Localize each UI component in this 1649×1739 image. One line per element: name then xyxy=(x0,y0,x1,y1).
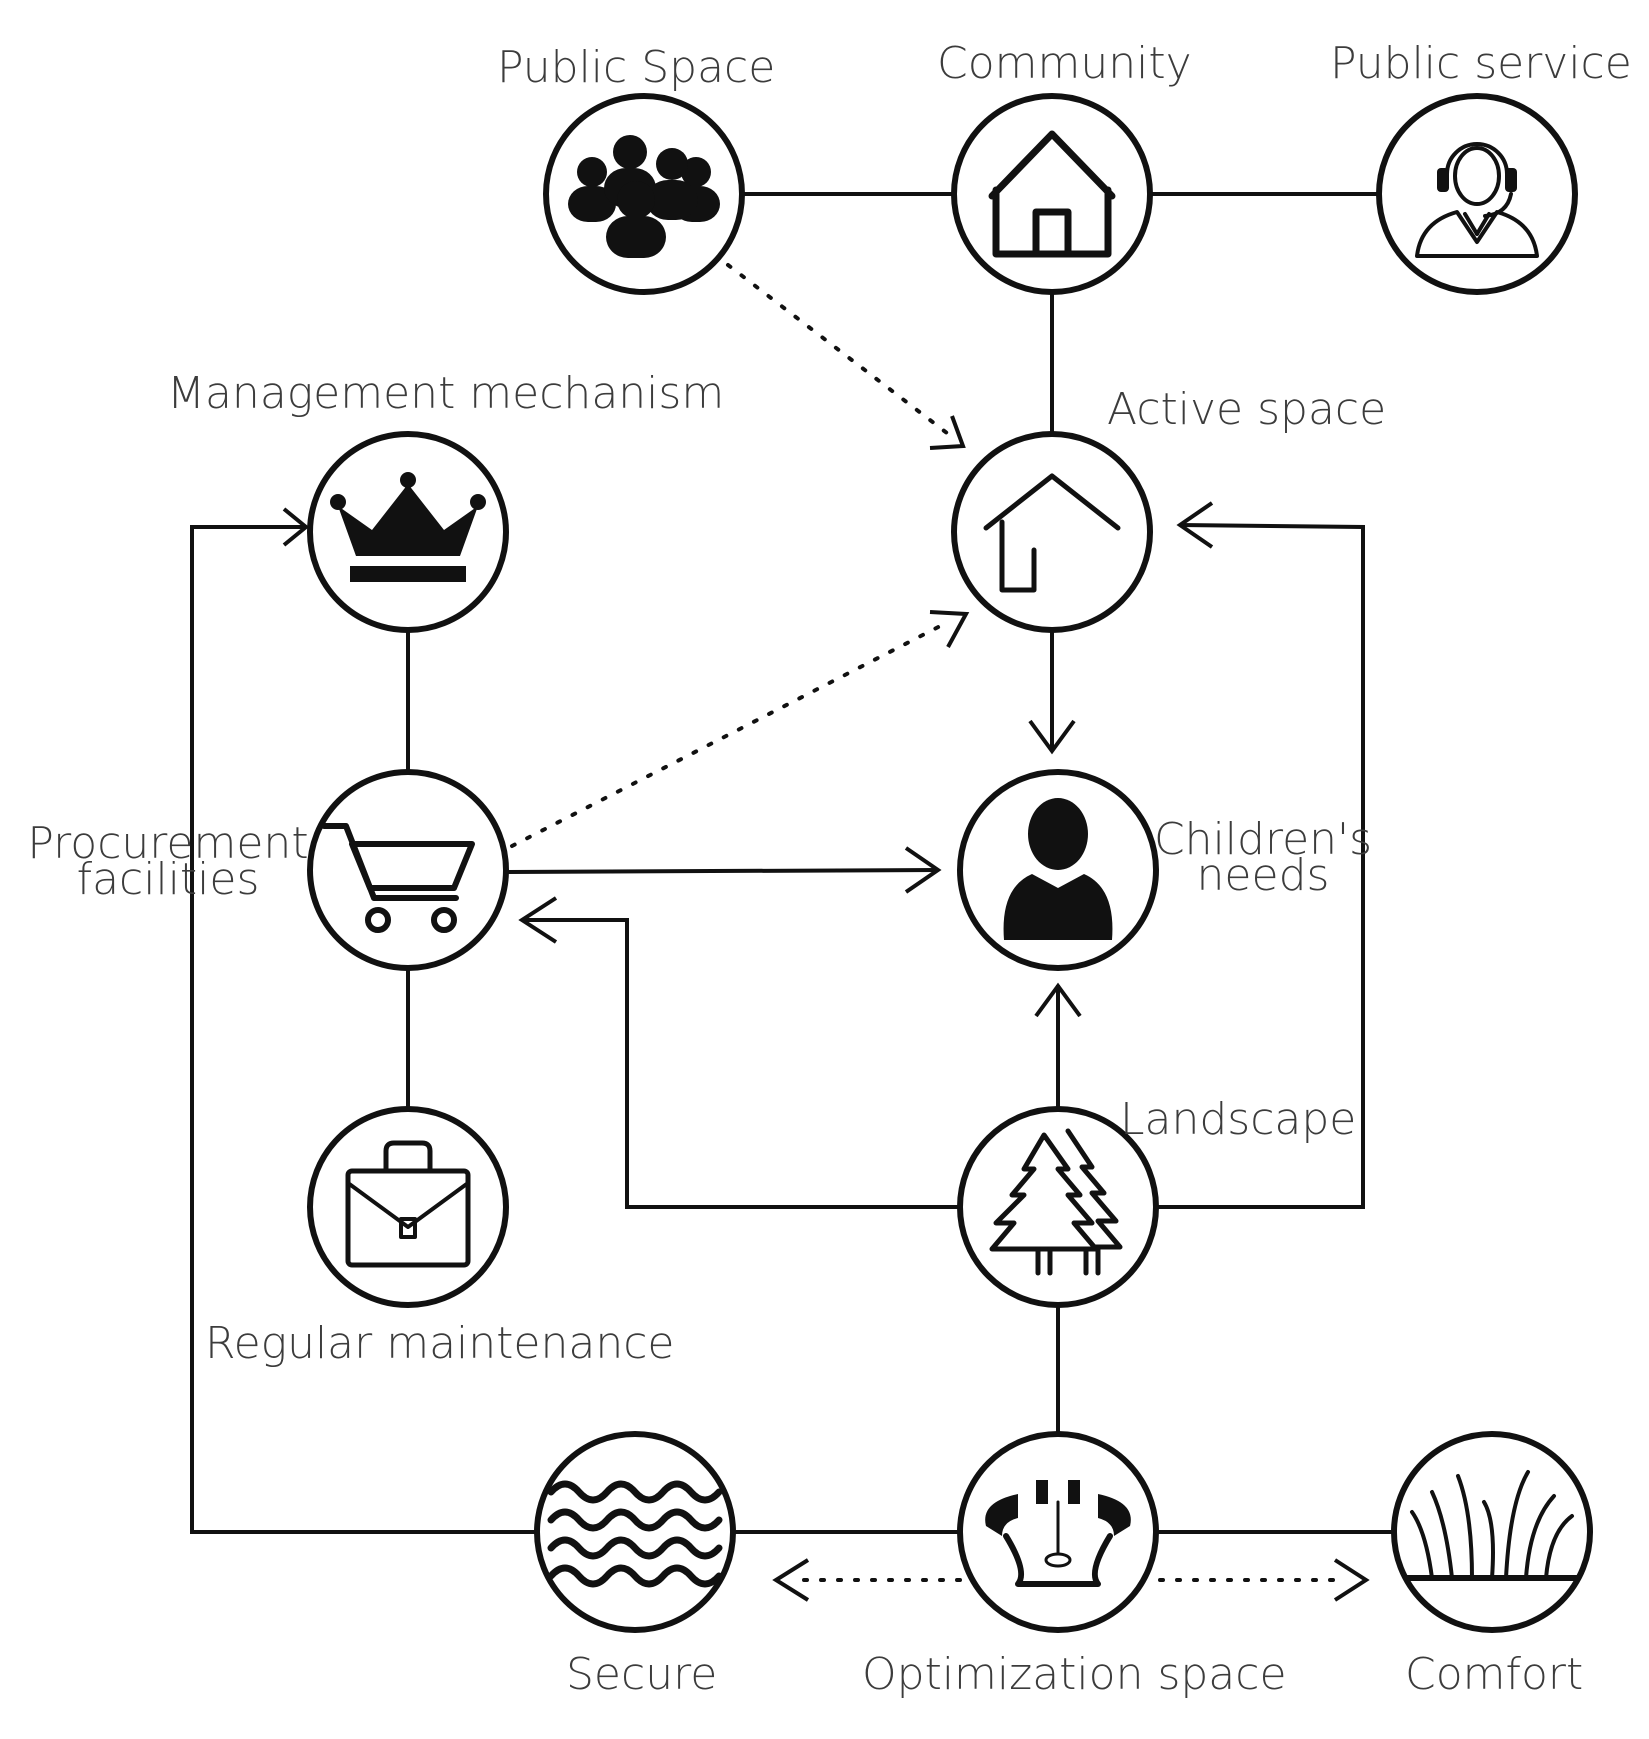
label-management-mechanism: Management mechanism xyxy=(167,368,725,419)
arrowhead-secure-dotted xyxy=(772,1558,810,1602)
arrowhead-management-left xyxy=(282,507,310,547)
node-community xyxy=(951,93,1153,295)
node-secure xyxy=(534,1431,736,1633)
edge-landscape-active-space xyxy=(1155,523,1365,1209)
label-landscape: Landscape xyxy=(1120,1094,1357,1145)
arrowhead-active-space-dotted-bottom xyxy=(929,610,970,648)
label-procurement-facilities: Procurement facilities xyxy=(18,818,318,906)
edge-secure-management xyxy=(190,525,538,1534)
headset-operator-icon xyxy=(1415,142,1539,258)
node-landscape xyxy=(957,1106,1159,1308)
edge-public-space-active-space xyxy=(726,263,958,442)
edge-landscape-procurement xyxy=(522,918,960,1209)
label-childrens-needs: Children's needs xyxy=(1138,814,1388,902)
arrowhead-procurement-right xyxy=(518,896,558,944)
connectors xyxy=(190,192,1395,1602)
arrowhead-childrens-needs-left xyxy=(904,846,942,894)
label-procurement-line2: facilities xyxy=(76,854,260,906)
label-community: Community xyxy=(937,38,1192,89)
label-optimization-space: Optimization space xyxy=(862,1649,1287,1700)
label-childrens-needs-line2: needs xyxy=(1196,850,1330,902)
pine-trees-icon xyxy=(989,1128,1123,1276)
label-public-service: Public service xyxy=(1330,38,1632,89)
waves-icon xyxy=(547,1480,723,1588)
node-management-mechanism xyxy=(307,431,509,633)
edge-procurement-active-space xyxy=(510,619,952,848)
node-public-space xyxy=(543,93,745,295)
node-regular-maintenance xyxy=(307,1106,509,1308)
label-comfort: Comfort xyxy=(1405,1649,1584,1700)
crown-icon xyxy=(330,472,486,582)
shopping-cart-icon xyxy=(321,823,475,933)
node-active-space xyxy=(951,431,1153,633)
stadium-icon xyxy=(985,1480,1131,1587)
house-icon xyxy=(988,130,1116,258)
node-procurement-facilities xyxy=(307,769,509,971)
people-group-icon xyxy=(568,135,720,258)
house-outline-icon xyxy=(983,473,1121,593)
node-comfort xyxy=(1391,1431,1593,1633)
grass-icon xyxy=(1403,1470,1581,1581)
arrowhead-active-space-right xyxy=(1176,501,1214,549)
node-optimization-space xyxy=(957,1431,1159,1633)
node-childrens-needs xyxy=(957,769,1159,971)
arrowhead-comfort-dotted xyxy=(1333,1558,1370,1602)
briefcase-icon xyxy=(345,1140,471,1268)
arrowhead-childrens-needs-bottom xyxy=(1034,982,1082,1018)
label-secure: Secure xyxy=(566,1649,718,1700)
label-procurement-line1: Procurement xyxy=(27,818,309,869)
edge-procurement-childrens-needs xyxy=(504,868,939,874)
node-public-service xyxy=(1376,93,1578,295)
arrowhead-active-space-dotted-top xyxy=(929,415,966,450)
label-regular-maintenance: Regular maintenance xyxy=(205,1318,675,1369)
label-public-space: Public Space xyxy=(497,42,776,93)
person-icon xyxy=(1003,798,1113,940)
arrowhead-childrens-needs-top xyxy=(1028,719,1076,755)
label-childrens-needs-line1: Children's xyxy=(1153,814,1373,865)
label-active-space: Active space xyxy=(1107,384,1387,435)
